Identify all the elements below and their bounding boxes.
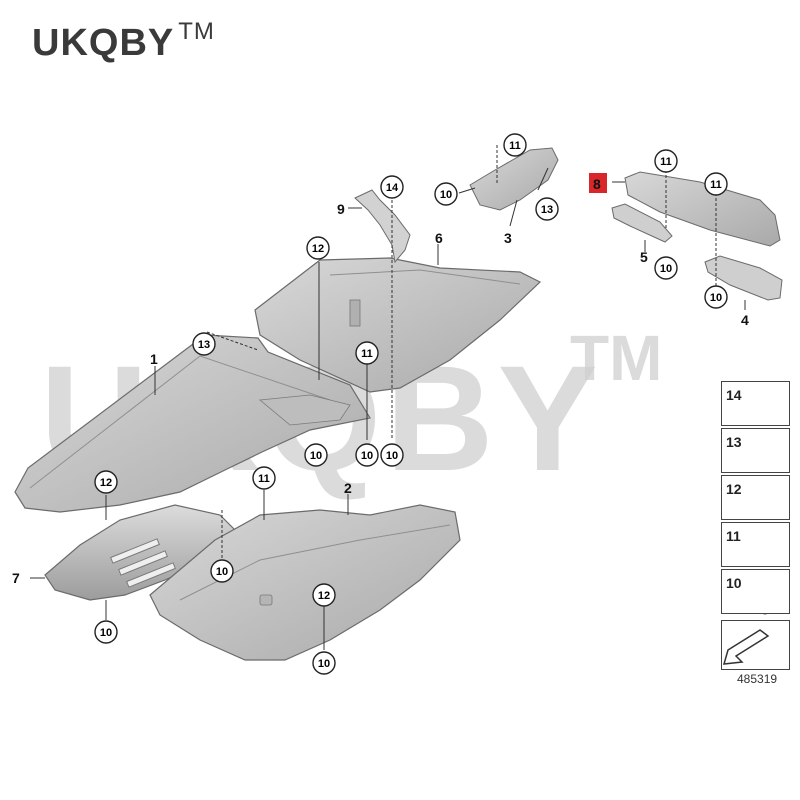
callout-11-d: 11 <box>654 149 678 173</box>
part-4-trim-strip <box>704 255 783 301</box>
part-2-rear-underbody-panel <box>149 504 461 661</box>
callout-10-c: 10 <box>380 443 404 467</box>
callout-12-c: 12 <box>312 583 336 607</box>
legend-box-13: 13 <box>721 428 790 473</box>
callout-12-c-label: 12 <box>318 590 330 602</box>
callout-10-f-label: 10 <box>318 658 330 670</box>
callout-10-d-label: 10 <box>216 566 228 578</box>
callout-13-b: 13 <box>535 197 559 221</box>
legend-number-10: 10 <box>726 575 742 591</box>
callout-13-b-label: 13 <box>541 204 553 216</box>
callout-10-f: 10 <box>312 651 336 675</box>
part-5-small-strip <box>611 203 673 243</box>
part-9-bracket <box>354 189 411 264</box>
part-number-8: 8 <box>593 176 601 192</box>
part-6-center-panel <box>254 257 542 393</box>
legend-box-arrow <box>721 620 790 670</box>
callout-10-b-label: 10 <box>361 450 373 462</box>
callout-11-e: 11 <box>704 172 728 196</box>
callout-11-b: 11 <box>252 466 276 490</box>
part-numbers: 1 2 3 4 5 6 7 9 <box>12 201 749 586</box>
callout-14: 14 <box>380 175 404 199</box>
part-3-heat-shield-bracket <box>469 147 559 211</box>
callout-11-a-label: 11 <box>361 348 373 360</box>
part-number-3: 3 <box>504 230 512 246</box>
callout-10-h-label: 10 <box>660 263 672 275</box>
diagram-reference-number: 485319 <box>737 672 778 686</box>
callout-11-a: 11 <box>355 341 379 365</box>
callout-10-b: 10 <box>355 443 379 467</box>
callout-13-a: 13 <box>192 332 216 356</box>
callout-10-d: 10 <box>210 559 234 583</box>
callout-10-a: 10 <box>304 443 328 467</box>
part-number-7: 7 <box>12 570 20 586</box>
legend-number-13: 13 <box>726 434 742 450</box>
callout-11-c: 11 <box>503 133 527 157</box>
callout-11-d-label: 11 <box>660 156 672 168</box>
legend-number-12: 12 <box>726 481 742 497</box>
part-number-2: 2 <box>344 480 352 496</box>
callout-11-e-label: 11 <box>710 179 722 191</box>
watermark-tm: TM <box>570 322 662 394</box>
callout-10-a-label: 10 <box>310 450 322 462</box>
callout-10-i-label: 10 <box>710 292 722 304</box>
legend-box-10: 10 <box>721 569 790 614</box>
part-8-trim-strip <box>624 171 781 247</box>
callout-10-h: 10 <box>654 256 678 280</box>
part-number-4: 4 <box>741 312 749 328</box>
part-number-6: 6 <box>435 230 443 246</box>
brand-name: UKQBY <box>32 22 175 64</box>
legend-box-11: 11 <box>721 522 790 567</box>
callout-10-e: 10 <box>94 620 118 644</box>
callout-10-i: 10 <box>704 285 728 309</box>
part-number-5: 5 <box>640 249 648 265</box>
part-number-1: 1 <box>150 351 158 367</box>
callout-10-e-label: 10 <box>100 627 112 639</box>
callout-12-a: 12 <box>306 236 330 260</box>
callout-11-b-label: 11 <box>258 473 270 485</box>
part-number-9: 9 <box>337 201 345 217</box>
legend-box-12: 12 <box>721 475 790 520</box>
callout-10-g-label: 10 <box>440 189 452 201</box>
callout-12-a-label: 12 <box>312 243 324 255</box>
callout-14-label: 14 <box>386 182 399 194</box>
legend-number-14: 14 <box>726 387 742 403</box>
callout-10-c-label: 10 <box>386 450 398 462</box>
callouts: 12 13 14 11 10 10 10 12 11 10 10 12 10 1… <box>94 133 728 675</box>
brand-tm: TM <box>178 18 215 45</box>
part-1-underbody-panel <box>14 334 371 513</box>
callout-12-b: 12 <box>94 470 118 494</box>
leader-lines <box>30 145 746 650</box>
direction-arrow-icon <box>722 629 770 665</box>
legend-box-14: 14 <box>721 381 790 426</box>
callout-11-c-label: 11 <box>509 140 521 152</box>
callout-13-a-label: 13 <box>198 339 210 351</box>
callout-12-b-label: 12 <box>100 477 112 489</box>
callout-10-g: 10 <box>434 182 458 206</box>
part-number-8-highlight: 8 <box>589 173 607 193</box>
legend-number-11: 11 <box>726 528 741 544</box>
